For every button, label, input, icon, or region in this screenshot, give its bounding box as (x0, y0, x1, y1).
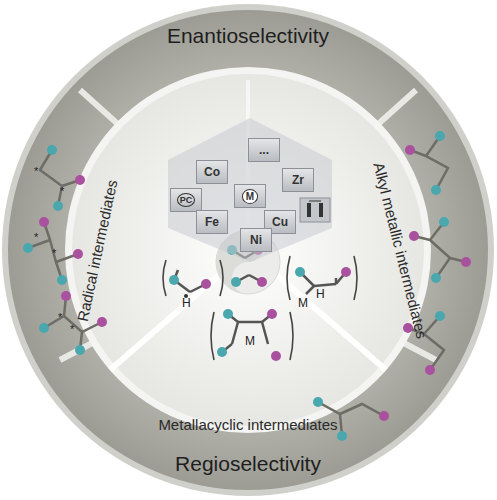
metal-label: ... (259, 143, 269, 157)
stereo-mark: * (52, 248, 56, 259)
metal-tile: Ni (240, 228, 272, 252)
atom-label: M (245, 335, 255, 347)
stereo-mark: * (70, 324, 74, 335)
metal-label: PC (177, 193, 196, 207)
ring-title: Regioselectivity (175, 452, 321, 476)
sector-label: Metallacyclic intermediates (158, 416, 337, 433)
intermediate-sector: Radical intermediates (82, 160, 112, 340)
metal-tile: ... (248, 138, 280, 162)
metal-label: Ni (250, 233, 262, 247)
metal-label: Zr (292, 173, 304, 187)
metal-label: M (242, 189, 258, 204)
sector-label: Radical intermediates (74, 178, 121, 323)
metal-tile: Co (196, 160, 228, 184)
stereo-mark: * (34, 232, 38, 243)
stereo-mark: * (60, 186, 64, 197)
metal-tile: Zr (282, 168, 314, 192)
atom-label: H (316, 288, 325, 300)
metal-label: Cu (272, 215, 288, 229)
stereo-mark: * (34, 166, 38, 177)
stereo-mark: * (58, 312, 62, 323)
metal-label: Fe (205, 215, 219, 229)
metal-tile: Fe (196, 210, 228, 234)
metal-label: Co (204, 165, 220, 179)
intermediate-sector: Metallacyclic intermediates (150, 412, 346, 436)
ring-title: Enantioselectivity (167, 24, 329, 48)
metal-tile: M (234, 184, 266, 208)
atom-label: M (298, 297, 308, 309)
metal-tile: PC (170, 188, 202, 212)
intermediate-sector: Alkyl metallic intermediates (385, 140, 415, 360)
sector-label: Alkyl metallic intermediates (370, 160, 430, 340)
atom-label: H (182, 297, 191, 309)
